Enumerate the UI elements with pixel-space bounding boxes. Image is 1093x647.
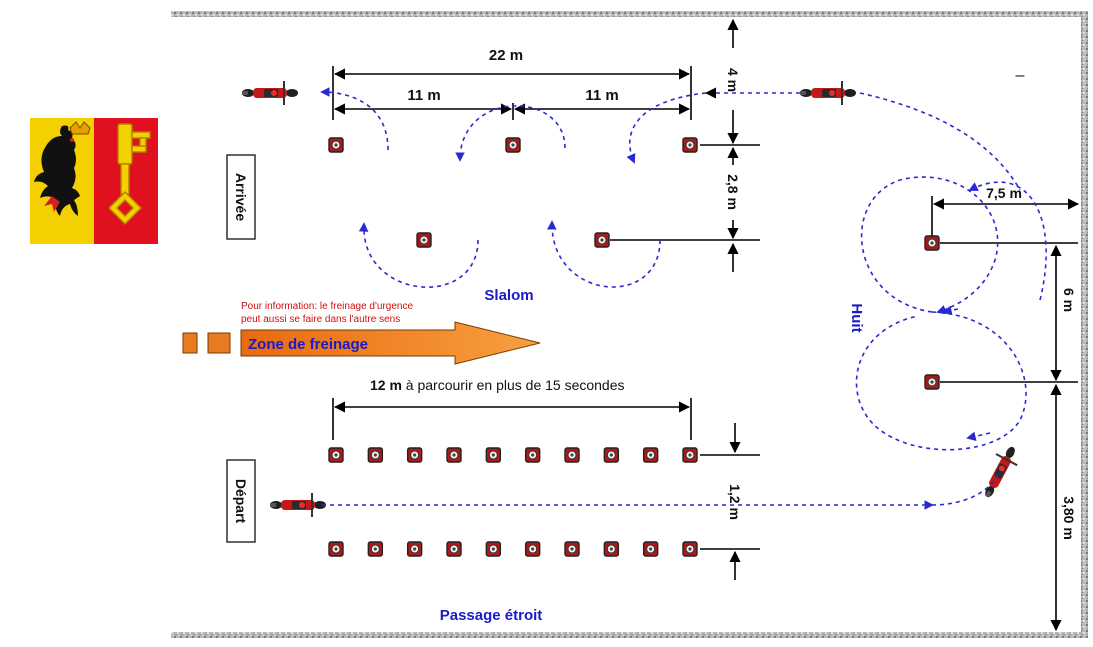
course-frame: [171, 11, 1088, 638]
narrow-passage: 12 m à parcourir en plus de 15 secondes …: [322, 377, 934, 624]
geneva-coat-of-arms: [30, 118, 158, 244]
cone-marker-icon: [328, 137, 344, 153]
braking-note-line2: peut aussi se faire dans l'autre sens: [241, 314, 400, 325]
cone-marker-icon: [367, 541, 384, 557]
cone-marker-icon: [367, 447, 384, 463]
narrow-passage-label: Passage étroit: [440, 607, 543, 624]
dim-eight-width: 7,5 m: [986, 185, 1022, 201]
cone-marker-icon: [328, 541, 344, 557]
slalom-dimensions: [332, 18, 760, 272]
departure-label: Départ: [233, 479, 249, 524]
dim-slalom-top-offset: 4 m: [725, 68, 741, 92]
cone-marker-icon: [328, 447, 344, 463]
braking-note-line1: Pour information: le freinage d'urgence: [241, 301, 413, 312]
cone-marker-icon: [485, 541, 502, 557]
braking-zone: Pour information: le freinage d'urgence …: [182, 301, 541, 365]
cone-marker-icon: [564, 447, 580, 463]
cone-marker-icon: [642, 447, 659, 463]
cone-marker-icon: [505, 137, 521, 153]
cone-marker-icon: [485, 447, 502, 463]
cone-marker-icon: [603, 541, 620, 557]
motorcycle-icon: [975, 440, 1025, 504]
cone-marker-icon: [924, 235, 940, 251]
dim-slalom-total: 22 m: [489, 47, 523, 64]
cone-marker-icon: [682, 137, 698, 153]
dim-slalom-half-right: 11 m: [585, 87, 618, 104]
cone-marker-icon: [594, 232, 610, 248]
narrow-length-value: 12 m: [370, 377, 402, 393]
cone-marker-icon: [682, 447, 698, 463]
dim-narrow-gap: 1,2 m: [727, 484, 743, 520]
cone-marker-icon: [682, 541, 698, 557]
narrow-length-caption: 12 m à parcourir en plus de 15 secondes: [370, 377, 625, 393]
cone-marker-icon: [603, 447, 620, 463]
braking-zone-label: Zone de freinage: [248, 336, 368, 353]
cone-marker-icon: [416, 232, 432, 248]
dash-mark: –: [1016, 67, 1025, 84]
figure-eight-label: Huit: [848, 303, 865, 332]
narrow-cones: [328, 447, 698, 557]
cone-marker-icon: [564, 541, 580, 557]
cone-marker-icon: [642, 541, 659, 557]
narrow-length-text: à parcourir en plus de 15 secondes: [402, 377, 625, 393]
motorcycle-icon: [799, 80, 857, 106]
dim-eight-height: 6 m: [1061, 288, 1077, 312]
dim-eight-bottom-offset: 3,80 m: [1061, 496, 1077, 540]
motorcycle-icon: [241, 80, 299, 106]
slalom-cones: [328, 137, 698, 248]
dim-slalom-half-left: 11 m: [407, 87, 440, 104]
cone-marker-icon: [446, 541, 462, 557]
cone-marker-icon: [406, 541, 423, 557]
slalom-path: [320, 87, 1021, 288]
cone-marker-icon: [524, 541, 541, 557]
figure-eight: 7,5 m 6 m 3,80 m Huit –: [848, 67, 1080, 632]
slalom-label: Slalom: [484, 287, 533, 304]
arrival-label: Arrivée: [233, 173, 249, 221]
cone-marker-icon: [446, 447, 462, 463]
dim-slalom-row-gap: 2,8 m: [725, 174, 741, 210]
cone-marker-icon: [524, 447, 541, 463]
motorcycle-icon: [269, 492, 327, 518]
departure-box: Départ: [226, 459, 256, 543]
arrival-box: Arrivée: [226, 154, 256, 240]
cone-marker-icon: [406, 447, 423, 463]
cone-marker-icon: [924, 374, 940, 390]
